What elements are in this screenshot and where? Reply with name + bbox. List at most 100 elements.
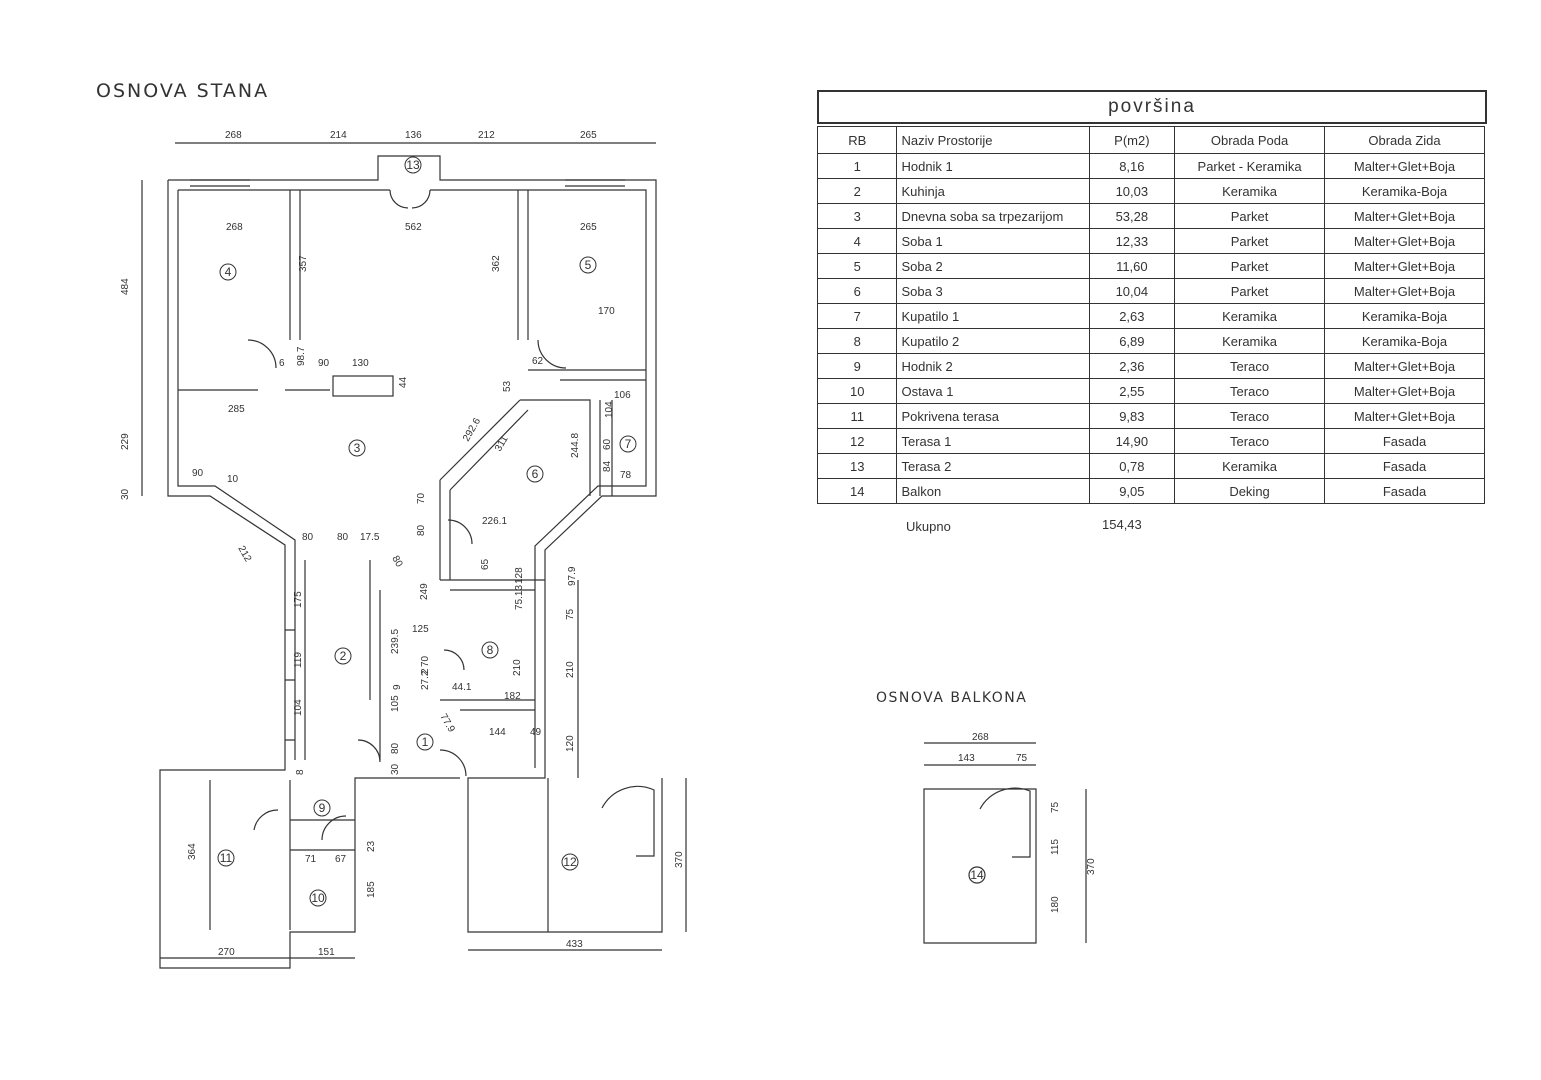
dimension-label: 212 xyxy=(235,544,253,564)
dimension-label: 60 xyxy=(602,438,613,450)
dimension-label: 268 xyxy=(226,222,243,233)
dimension-label: 9 xyxy=(392,684,403,690)
dimension-label: 65 xyxy=(480,558,491,570)
room-circle xyxy=(526,465,544,483)
room-number-7: 7 xyxy=(625,437,632,451)
dimension-label: 6 xyxy=(279,358,285,369)
dimension-label: 105 xyxy=(390,695,401,712)
dimension-label: 90 xyxy=(318,358,330,369)
room-number-10: 10 xyxy=(311,891,325,905)
room-number-3: 3 xyxy=(354,441,361,455)
wall-cell: Fasada xyxy=(1324,453,1485,479)
dim-top-3: 136 xyxy=(405,130,422,141)
room-circle xyxy=(348,439,366,457)
header-rb: RB xyxy=(816,126,898,154)
dimension-label: 364 xyxy=(187,843,198,860)
total-value: 154,43 xyxy=(1102,517,1142,532)
wall-cell: Malter+Glet+Boja xyxy=(1324,353,1485,379)
rb-cell: 14 xyxy=(816,478,898,504)
area-cell: 10,03 xyxy=(1088,178,1176,204)
area-cell: 0,78 xyxy=(1088,453,1176,479)
table-header-row: RB Naziv Prostorije P(m2) Obrada Poda Ob… xyxy=(816,126,1485,154)
room-number-9: 9 xyxy=(319,801,326,815)
dimension-label: 311 xyxy=(493,434,511,454)
dimension-label: 98.7 xyxy=(296,346,307,366)
rb-cell: 11 xyxy=(816,403,898,429)
rb-cell: 3 xyxy=(816,203,898,229)
dimension-label: 80 xyxy=(337,532,349,543)
balcony-dim-b: 75 xyxy=(1016,753,1028,764)
room-circle xyxy=(481,641,499,659)
name-cell: Pokrivena terasa xyxy=(896,403,1090,429)
room-circle xyxy=(561,853,579,871)
dimension-label: 249 xyxy=(419,583,430,600)
dim-left-1: 484 xyxy=(120,278,131,295)
dimension-label: 49 xyxy=(530,727,542,738)
room-number-12: 12 xyxy=(563,855,577,869)
dimension-label: 80 xyxy=(390,742,401,754)
wall-cell: Keramika-Boja xyxy=(1324,303,1485,329)
header-area: P(m2) xyxy=(1088,126,1176,154)
name-cell: Kuhinja xyxy=(896,178,1090,204)
floor-cell: Parket xyxy=(1174,203,1325,229)
dim-top-1: 268 xyxy=(225,130,242,141)
dimension-label: 27.2 xyxy=(420,670,431,690)
dimension-label: 17.5 xyxy=(360,532,380,543)
dimension-label: 357 xyxy=(298,255,309,272)
dimension-label: 80 xyxy=(302,532,314,543)
room-number-5: 5 xyxy=(585,258,592,272)
balcony-dim-total: 370 xyxy=(1086,858,1097,875)
room-circle xyxy=(334,647,352,665)
floor-cell: Keramika xyxy=(1174,178,1325,204)
dimension-label: 90 xyxy=(192,468,204,479)
header-name: Naziv Prostorije xyxy=(896,126,1090,154)
dimension-label: 244.8 xyxy=(570,433,581,458)
balcony-dim-top: 268 xyxy=(972,732,989,743)
dimension-label: 104 xyxy=(293,699,304,716)
area-table: RB Naziv Prostorije P(m2) Obrada Poda Ob… xyxy=(816,126,1485,504)
dimension-label: 23 xyxy=(366,840,377,852)
area-cell: 6,89 xyxy=(1088,328,1176,354)
dimension-label: 210 xyxy=(565,661,576,678)
dimension-label: 71 xyxy=(305,854,317,865)
room-circle xyxy=(579,256,597,274)
floor-cell: Teraco xyxy=(1174,353,1325,379)
dimension-label: 75 xyxy=(565,608,576,620)
dim-top-4: 212 xyxy=(478,130,495,141)
dimension-label: 130 xyxy=(352,358,369,369)
name-cell: Kupatilo 1 xyxy=(896,303,1090,329)
rb-cell: 10 xyxy=(816,378,898,404)
dimension-label: 70 xyxy=(416,492,427,504)
room-number-1: 1 xyxy=(422,735,429,749)
dimension-label: 285 xyxy=(228,404,245,415)
dimension-label: 62 xyxy=(532,356,544,367)
dimension-label: 185 xyxy=(366,881,377,898)
room-circle xyxy=(217,849,235,867)
name-cell: Hodnik 2 xyxy=(896,353,1090,379)
dim-top-2: 214 xyxy=(330,130,347,141)
area-cell: 53,28 xyxy=(1088,203,1176,229)
dim-right-1: 370 xyxy=(674,851,685,868)
dimension-label: 362 xyxy=(491,255,502,272)
area-cell: 2,55 xyxy=(1088,378,1176,404)
rb-cell: 2 xyxy=(816,178,898,204)
name-cell: Balkon xyxy=(896,478,1090,504)
dimension-label: 84 xyxy=(602,460,613,472)
dimension-label: 119 xyxy=(293,652,304,668)
dimension-label: 97.9 xyxy=(567,566,578,586)
room-number-6: 6 xyxy=(532,467,539,481)
floor-cell: Keramika xyxy=(1174,328,1325,354)
room-circle xyxy=(404,156,422,174)
name-cell: Terasa 2 xyxy=(896,453,1090,479)
name-cell: Kupatilo 2 xyxy=(896,328,1090,354)
balcony-plan: 268 143 75 75 115 180 370 14 xyxy=(923,732,1097,944)
dimension-label: 265 xyxy=(580,222,597,233)
name-cell: Dnevna soba sa trpezarijom xyxy=(896,203,1090,229)
room-number-11: 11 xyxy=(220,851,233,865)
name-cell: Hodnik 1 xyxy=(896,153,1090,179)
dimension-label: 226.1 xyxy=(482,516,507,527)
